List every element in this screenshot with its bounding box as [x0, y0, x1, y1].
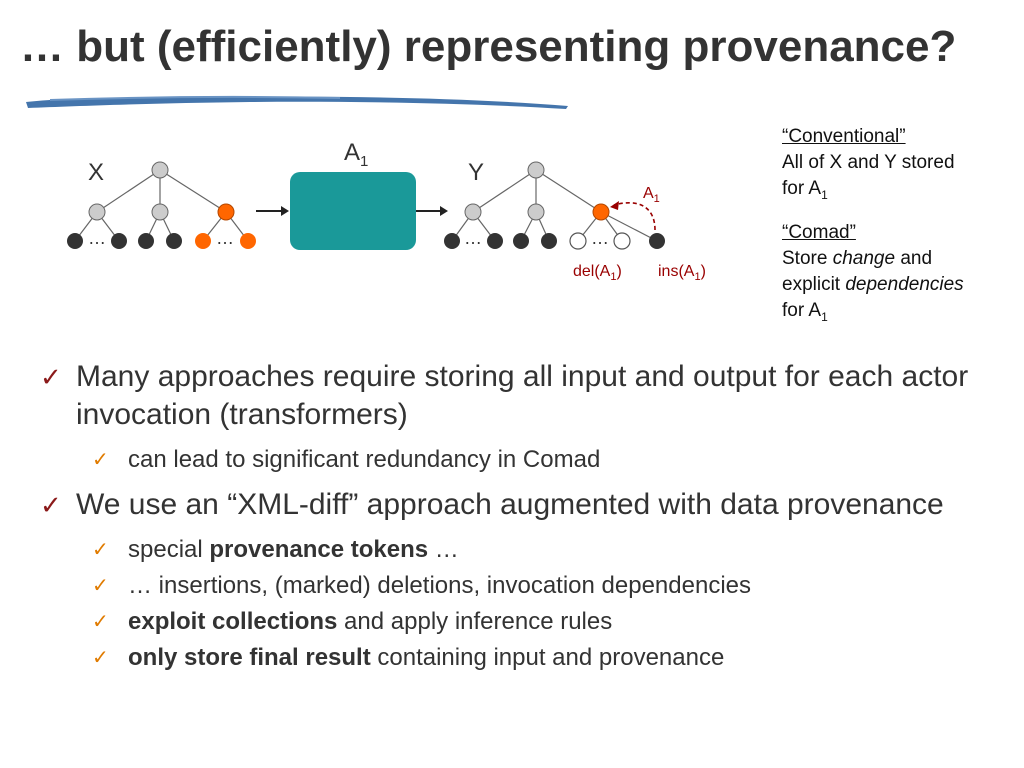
- node-x-3: [217, 203, 235, 221]
- dependency-arrow: [613, 201, 656, 231]
- page-title: … but (efficiently) representing provena…: [20, 22, 957, 71]
- provenance-diagram: … … X A1: [67, 139, 706, 283]
- ellipsis-x-1: …: [88, 228, 106, 248]
- bullet-1: ✓ Many approaches require storing all in…: [40, 358, 1000, 434]
- node-y-3: [592, 203, 610, 221]
- sidenote-comad-line1: Store change and: [782, 248, 933, 269]
- check-icon: ✓: [92, 449, 109, 471]
- sidenote-conventional-line1: All of X and Y stored: [782, 152, 955, 173]
- leaf-y-deleted-1: [569, 232, 587, 250]
- node-y-root: [527, 161, 545, 179]
- del-label: del(A1): [573, 263, 622, 283]
- ellipsis-y-1: …: [464, 228, 482, 248]
- leaf-y-3: [513, 233, 529, 249]
- y-label: Y: [468, 159, 484, 186]
- sidenote-conventional: “Conventional” All of X and Y stored for…: [782, 124, 955, 208]
- leaf-y-deleted-2: [613, 232, 631, 250]
- ins-label: ins(A1): [658, 263, 706, 283]
- sidenote-comad-heading: “Comad”: [782, 222, 856, 243]
- bullet-2-sub-2: ✓ … insertions, (marked) deletions, invo…: [40, 568, 1000, 604]
- leaf-x-4: [166, 233, 182, 249]
- sidenote-comad: “Comad” Store change and explicit depend…: [782, 220, 964, 330]
- sidenote-conventional-line2: for A1: [782, 178, 828, 202]
- leaf-y-inserted: [649, 233, 665, 249]
- x-label: X: [88, 159, 104, 186]
- check-icon: ✓: [92, 647, 109, 669]
- node-y-1: [464, 203, 482, 221]
- check-icon: ✓: [92, 575, 109, 597]
- check-icon: ✓: [92, 539, 109, 561]
- ellipsis-y-2: …: [591, 228, 609, 248]
- check-icon: ✓: [40, 362, 62, 392]
- sidenote-comad-line3: for A1: [782, 300, 828, 324]
- check-icon: ✓: [40, 490, 62, 520]
- leaf-y-4: [541, 233, 557, 249]
- bullet-1-text: Many approaches require storing all inpu…: [76, 360, 969, 431]
- actor-label: A1: [344, 139, 368, 170]
- node-y-2: [527, 203, 545, 221]
- title-underline-brush: [26, 95, 568, 109]
- check-icon: ✓: [92, 611, 109, 633]
- ellipsis-x-2: …: [216, 228, 234, 248]
- sidenote-comad-line2: explicit dependencies: [782, 274, 964, 295]
- leaf-x-5: [195, 233, 211, 249]
- leaf-x-1: [67, 233, 83, 249]
- tree-y: … … Y A1 del(A1) ins(A1): [444, 159, 706, 283]
- bullet-1-sub-1-text: can lead to significant redundancy in Co…: [128, 446, 601, 473]
- node-x-2: [151, 203, 169, 221]
- leaf-y-2: [487, 233, 503, 249]
- sidenote-conventional-heading: “Conventional”: [782, 126, 906, 147]
- actor-a1-box: [290, 172, 416, 250]
- dependency-label: A1: [643, 185, 660, 205]
- bullet-list: ✓ Many approaches require storing all in…: [40, 358, 1000, 676]
- tree-x: … … X: [67, 159, 256, 249]
- bullet-2: ✓ We use an “XML-diff” approach augmente…: [40, 486, 1000, 524]
- bullet-2-text: We use an “XML-diff” approach augmented …: [76, 488, 944, 521]
- leaf-x-3: [138, 233, 154, 249]
- leaf-x-2: [111, 233, 127, 249]
- bullet-2-sub-4: ✓ only store final result containing inp…: [40, 640, 1000, 676]
- bullet-2-sub-3: ✓ exploit collections and apply inferenc…: [40, 604, 1000, 640]
- leaf-y-1: [444, 233, 460, 249]
- node-x-1: [88, 203, 106, 221]
- bullet-2-sub-1: ✓ special provenance tokens …: [40, 532, 1000, 568]
- bullet-1-sub-1: ✓ can lead to significant redundancy in …: [40, 442, 1000, 478]
- node-x-root: [151, 161, 169, 179]
- leaf-x-6: [240, 233, 256, 249]
